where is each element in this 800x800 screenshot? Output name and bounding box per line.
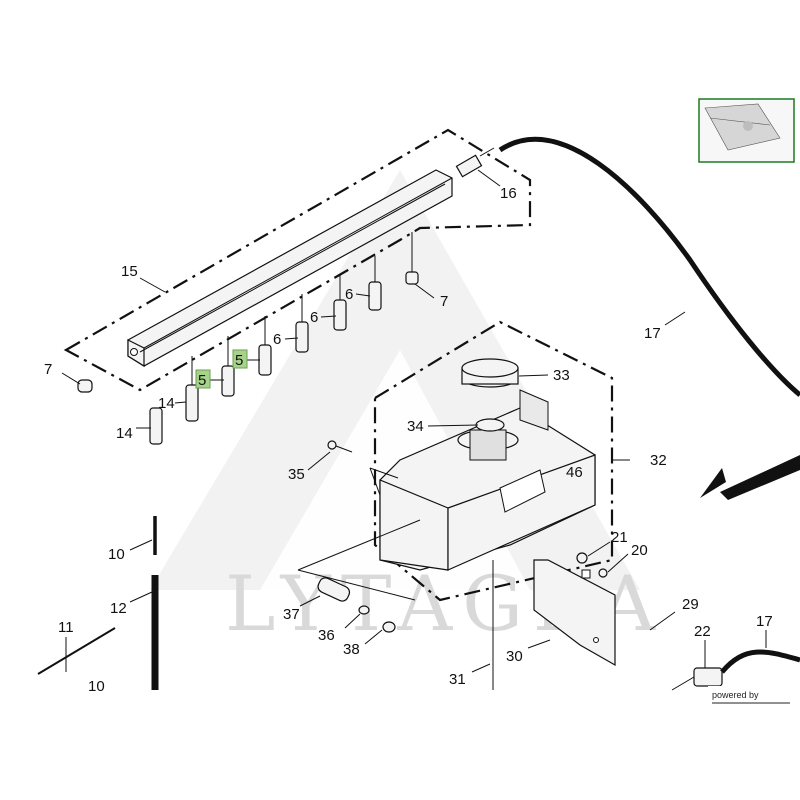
callout-21[interactable]: 21: [611, 529, 628, 546]
callout-30[interactable]: 30: [506, 648, 523, 665]
callout-7[interactable]: 7: [440, 293, 448, 310]
callout-46[interactable]: 46: [566, 464, 583, 481]
callout-29[interactable]: 29: [682, 596, 699, 613]
callout-17[interactable]: 17: [644, 325, 661, 342]
callout-31[interactable]: 31: [449, 671, 466, 688]
bolt-35: [327, 440, 353, 453]
hose-17: [498, 136, 800, 397]
callout-32[interactable]: 32: [650, 452, 667, 469]
rail-part: [127, 169, 453, 368]
powered-by-text: powered by: [712, 690, 759, 700]
callout-5[interactable]: 5: [235, 352, 243, 369]
leader-lines: [61, 169, 767, 673]
callout-14[interactable]: 14: [158, 395, 175, 412]
direction-arrow-icon: [700, 450, 800, 500]
highlight-box: [195, 369, 211, 389]
callout-35[interactable]: 35: [288, 466, 305, 483]
tank-part: [379, 389, 596, 571]
callout-5[interactable]: 5: [198, 372, 206, 389]
bracket-30: [533, 559, 616, 667]
tank-assembly-boundary: [373, 320, 614, 602]
connector-part-16: [455, 147, 495, 178]
callout-38[interactable]: 38: [343, 641, 360, 658]
callout-11[interactable]: 11: [58, 619, 74, 636]
valve-22: [671, 649, 800, 691]
callout-16[interactable]: 16: [500, 185, 517, 202]
callout-10[interactable]: 10: [88, 678, 105, 695]
callout-7[interactable]: 7: [44, 361, 52, 378]
highlight-box: [232, 349, 248, 369]
callout-6[interactable]: 6: [273, 331, 281, 348]
overview-thumbnail-icon[interactable]: [698, 98, 795, 163]
callout-17[interactable]: 17: [756, 613, 773, 630]
cable-tie-11: [37, 627, 116, 675]
drop-lines: [191, 232, 413, 385]
callouts: 16 15 7 7 6 6 6 5 5 14 14 17 17 33 34 32…: [44, 185, 773, 695]
nozzles: [77, 271, 419, 445]
rail-assembly-boundary: [63, 128, 532, 392]
pin-washer-nut: [317, 577, 396, 633]
callout-22[interactable]: 22: [694, 623, 711, 640]
callout-33[interactable]: 33: [553, 367, 570, 384]
callout-14[interactable]: 14: [116, 425, 133, 442]
callout-37[interactable]: 37: [283, 606, 300, 623]
callout-6[interactable]: 6: [310, 309, 318, 326]
callout-10[interactable]: 10: [108, 546, 125, 563]
callout-15[interactable]: 15: [121, 263, 138, 280]
callout-12[interactable]: 12: [110, 600, 127, 617]
screws-20-21: [576, 552, 608, 578]
powered-by-badge: powered by: [708, 686, 800, 704]
callout-36[interactable]: 36: [318, 627, 335, 644]
callout-34[interactable]: 34: [407, 418, 424, 435]
callout-6[interactable]: 6: [345, 286, 353, 303]
callout-20[interactable]: 20: [631, 542, 648, 559]
filter-and-cap: [461, 358, 519, 432]
